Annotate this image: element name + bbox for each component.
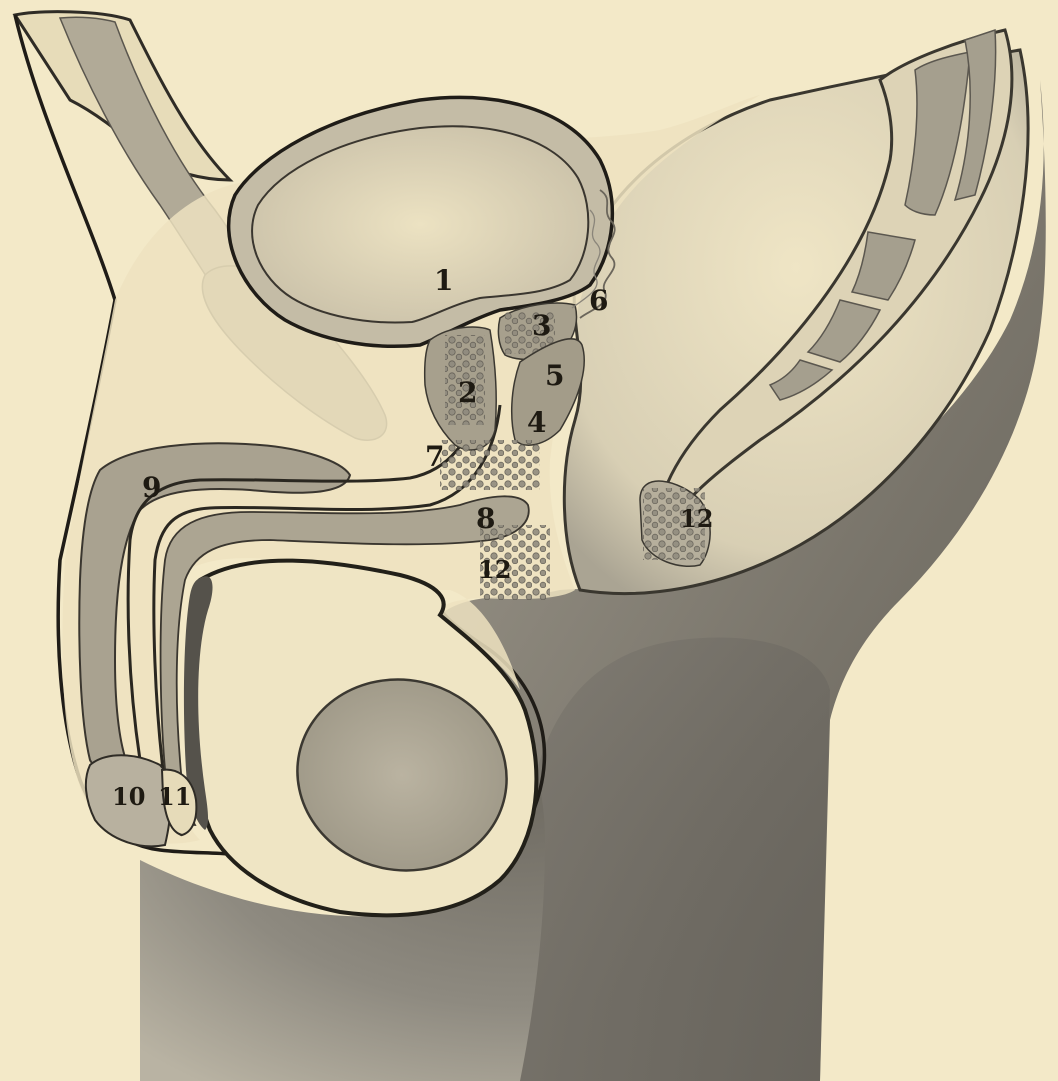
label-11: 11 xyxy=(158,782,191,811)
bulbourethral-glands xyxy=(440,440,540,490)
label-9: 9 xyxy=(142,471,161,504)
label-1: 1 xyxy=(434,264,453,297)
label-12a: 12 xyxy=(478,555,511,584)
label-6: 6 xyxy=(589,284,608,317)
label-7: 7 xyxy=(425,440,444,473)
label-4: 4 xyxy=(527,406,546,439)
label-10: 10 xyxy=(112,782,145,811)
label-2: 2 xyxy=(458,376,477,409)
label-5: 5 xyxy=(545,359,564,392)
label-12b: 12 xyxy=(680,504,713,533)
label-8: 8 xyxy=(476,502,495,535)
label-3: 3 xyxy=(532,309,551,342)
